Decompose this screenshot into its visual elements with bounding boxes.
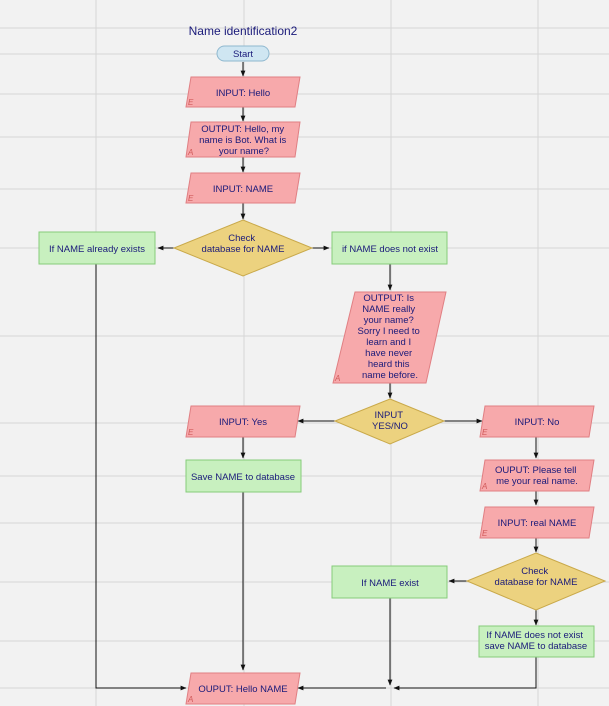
input-name-shape [185,172,301,204]
edges [95,62,539,691]
output-really-shape [332,291,447,384]
output-final-label: OUPUT: Hello NAME [198,684,287,695]
start-shape [216,45,270,62]
output-hello-label: OUTPUT: Hello, my name is Bot. What is y… [199,124,289,157]
start-terminator[interactable]: Start [216,45,270,62]
if-not-exist-2-label: If NAME does not exist save NAME to data… [485,630,587,652]
output-hello-node[interactable]: OUTPUT: Hello, my name is Bot. What is y… [185,121,301,158]
output-tell-shape [479,459,595,492]
input-no-tag: E [482,428,488,437]
check-db-2-decision[interactable]: Check database for NAME [465,552,607,611]
input-hello-shape [185,76,301,108]
diagram-title: Name identification2 [189,24,298,38]
if-exist-2-shape [331,565,448,599]
output-tell-tag: A [481,482,487,491]
input-name-node[interactable]: INPUT: NAME E [185,172,301,204]
input-real-label: INPUT: real NAME [498,518,577,529]
output-hello-tag: A [187,148,193,157]
check-db-2-label: Check database for NAME [495,566,578,588]
if-not-exist-1-shape [331,231,448,265]
output-tell-label: OUPUT: Please tell me your real name. [495,465,579,487]
output-tell-node[interactable]: OUPUT: Please tell me your real name. A [479,459,595,492]
input-yes-shape [185,405,301,438]
check-db-1-label: Check database for NAME [202,233,285,255]
input-no-label: INPUT: No [515,417,560,428]
save-name-node[interactable]: Save NAME to database [185,459,302,493]
output-really-node[interactable]: OUTPUT: Is NAME really your name? Sorry … [332,291,447,384]
output-final-tag: A [187,695,193,704]
input-no-node[interactable]: INPUT: No E [479,405,595,438]
input-hello-tag: E [188,98,194,107]
if-not-exist-1-label: if NAME does not exist [342,244,438,255]
check-db-1-decision[interactable]: Check database for NAME [172,219,314,277]
input-yes-node[interactable]: INPUT: Yes E [185,405,301,438]
output-final-node[interactable]: OUPUT: Hello NAME A [185,672,301,705]
if-exists-1-node[interactable]: If NAME already exists [38,231,156,265]
start-label: Start [233,49,253,60]
output-really-tag: A [334,374,340,383]
if-not-exist-2-shape [478,625,595,658]
input-real-node[interactable]: INPUT: real NAME E [479,506,595,539]
check-db-1-shape [172,219,314,277]
if-not-exist-2-node[interactable]: If NAME does not exist save NAME to data… [478,625,595,658]
if-exist-2-label: If NAME exist [361,578,419,589]
if-not-exist-1-node[interactable]: if NAME does not exist [331,231,448,265]
input-yes-tag: E [188,428,194,437]
input-no-shape [479,405,595,438]
input-real-tag: E [482,529,488,538]
output-hello-shape [185,121,301,158]
input-yesno-label: INPUT YES/NO [372,410,408,432]
input-name-tag: E [188,194,194,203]
output-final-shape [185,672,301,705]
input-name-label: INPUT: NAME [213,184,273,195]
if-exists-1-label: If NAME already exists [49,244,145,255]
if-exists-1-shape [38,231,156,265]
save-name-shape [185,459,302,493]
input-hello-label: INPUT: Hello [216,88,270,99]
if-exist-2-node[interactable]: If NAME exist [331,565,448,599]
edge-if-exists-1-to-output-final [95,264,187,691]
input-hello-node[interactable]: INPUT: Hello E [185,76,301,108]
input-yes-label: INPUT: Yes [219,417,267,428]
input-yesno-decision[interactable]: INPUT YES/NO [333,398,446,445]
input-yesno-shape [333,398,446,445]
output-really-label: OUTPUT: Is NAME really your name? Sorry … [358,293,423,381]
input-real-shape [479,506,595,539]
save-name-label: Save NAME to database [191,472,295,483]
edge-if-not-exist-2-to-junction [393,657,537,691]
check-db-2-shape [465,552,607,611]
